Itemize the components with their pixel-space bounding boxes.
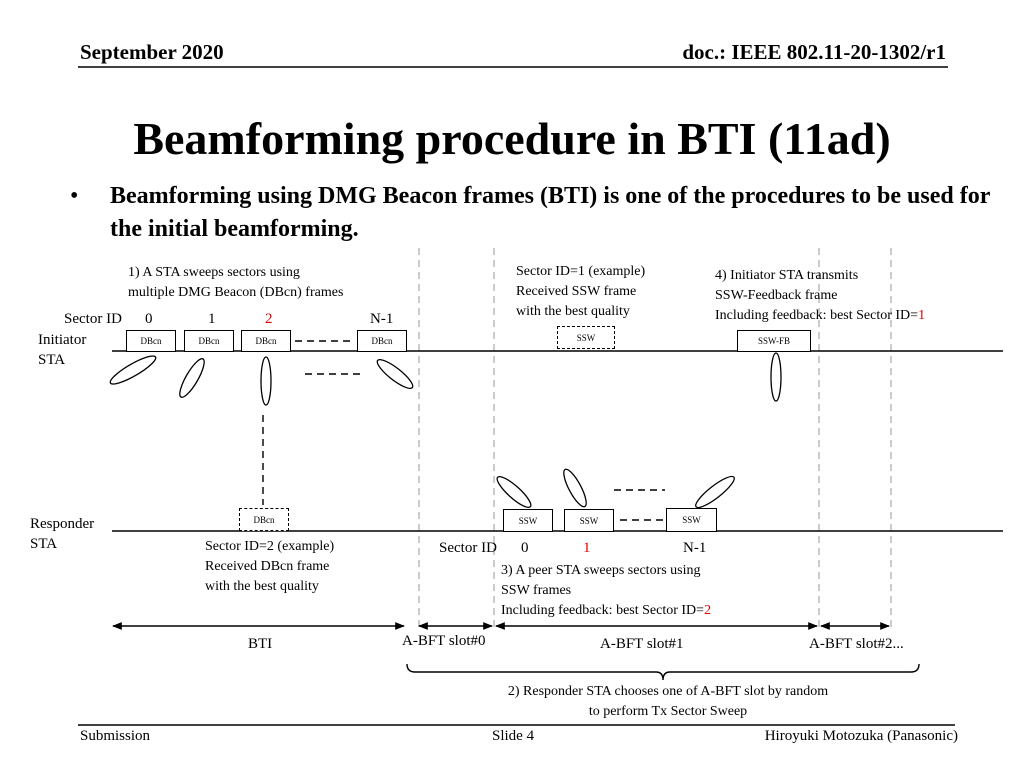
- dbcn-received-frame: DBcn: [239, 508, 289, 531]
- resp-sector-id-n: N-1: [683, 540, 707, 556]
- beam-sector-0: [109, 355, 157, 385]
- initiator-beams: [109, 352, 782, 406]
- timeline-note-2: 2) Responder STA chooses one of A-BFT sl…: [507, 684, 829, 719]
- sector-id-0: 0: [145, 311, 153, 327]
- footer-submission: Submission: [80, 728, 151, 744]
- abft-slot0-label: A-BFT slot#0: [402, 633, 486, 649]
- ssw-frame-1: SSW: [564, 509, 614, 532]
- ssw-frame-n: SSW: [666, 508, 717, 532]
- dbcn-frame-0: DBcn: [126, 330, 176, 352]
- ssw-frame-0: SSW: [503, 509, 553, 532]
- ssw-received-frame: SSW: [557, 326, 615, 349]
- footer-author: Hiroyuki Motozuka (Panasonic): [764, 728, 958, 744]
- sector-id-n: N-1: [370, 311, 394, 327]
- responder-received-dbcn-note: Sector ID=2 (example) Received DBcn fram…: [205, 539, 335, 594]
- abft-brace: [406, 663, 920, 681]
- initiator-sta-label: Initiator STA: [38, 332, 87, 368]
- bullet-text: Beamforming using DMG Beacon frames (BTI…: [110, 183, 990, 242]
- slot-boundary-guides: [418, 248, 892, 628]
- resp-beam-0: [496, 475, 532, 509]
- abft-slot2-label: A-BFT slot#2...: [809, 636, 904, 652]
- responder-sta-label: Responder STA: [30, 516, 95, 552]
- initiator-received-ssw-note: Sector ID=1 (example) Received SSW frame…: [516, 264, 646, 319]
- responder-note-3: 3) A peer STA sweeps sectors using SSW f…: [501, 563, 712, 618]
- dbcn-frame-n: DBcn: [357, 330, 407, 352]
- bti-label: BTI: [248, 636, 273, 652]
- ssw-fb-frame: SSW-FB: [737, 330, 811, 352]
- header-date: September 2020: [80, 40, 224, 64]
- responder-beams: [496, 468, 735, 509]
- header-doc-id: doc.: IEEE 802.11-20-1302/r1: [682, 40, 946, 64]
- dbcn-frame-2: DBcn: [241, 330, 291, 352]
- resp-beam-1: [563, 468, 587, 508]
- initiator-note-1: 1) A STA sweeps sectors using multiple D…: [128, 265, 344, 300]
- resp-sector-id-1: 1: [583, 540, 591, 556]
- resp-beam-n: [695, 475, 735, 509]
- beam-sector-2: [260, 356, 272, 406]
- footer-slide-number: Slide 4: [492, 728, 535, 744]
- initiator-note-4: 4) Initiator STA transmits SSW-Feedback …: [715, 268, 926, 323]
- page-title: Beamforming procedure in BTI (11ad): [133, 113, 891, 164]
- beam-ssw-fb: [770, 352, 782, 402]
- resp-sector-id-0: 0: [521, 540, 529, 556]
- sector-id-1: 1: [208, 311, 216, 327]
- responder-sector-id-label: Sector ID: [439, 540, 497, 556]
- initiator-sector-id-label: Sector ID: [64, 311, 122, 327]
- bullet-marker: •: [70, 183, 79, 209]
- abft-slot1-label: A-BFT slot#1: [600, 636, 684, 652]
- sector-id-2: 2: [265, 311, 273, 327]
- dbcn-frame-1: DBcn: [184, 330, 234, 352]
- beam-sector-n: [376, 359, 414, 389]
- beam-sector-1: [179, 358, 205, 398]
